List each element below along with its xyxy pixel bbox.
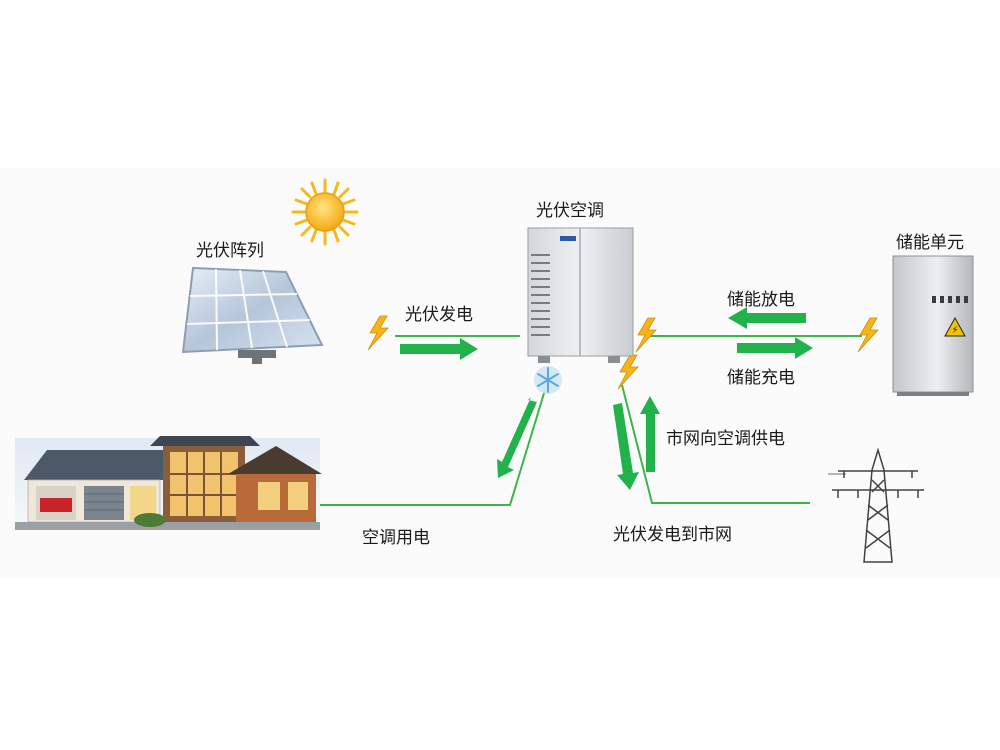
arrow-grid-supply-ac	[640, 396, 660, 472]
battery-cabinet-icon: ⚡	[892, 255, 974, 396]
snowflake-icon	[534, 366, 562, 394]
arrow-pv-to-grid	[613, 403, 639, 490]
solar-panel-icon	[181, 266, 324, 364]
lightning-bolt-icon	[857, 317, 879, 353]
lightning-bolt-icon	[617, 354, 639, 390]
flow-arrows	[400, 307, 813, 490]
arrow-pv-generation	[400, 338, 478, 360]
sun-icon	[291, 178, 359, 246]
power-tower-icon	[828, 447, 924, 563]
svg-text:⚡: ⚡	[951, 325, 958, 336]
label-storage-charge: 储能充电	[727, 368, 795, 388]
arrow-storage-discharge	[728, 307, 806, 329]
line-ac-to-grid	[621, 384, 810, 504]
label-storage-discharge: 储能放电	[727, 290, 795, 310]
label-pv-ac: 光伏空调	[536, 201, 604, 221]
ac-unit-icon	[527, 227, 634, 363]
label-pv-array: 光伏阵列	[196, 241, 264, 261]
label-storage-unit: 储能单元	[896, 233, 964, 253]
house-icon	[15, 436, 322, 530]
arrow-storage-charge	[737, 337, 813, 359]
label-pv-to-grid: 光伏发电到市网	[613, 525, 732, 545]
connector-lines	[320, 335, 862, 506]
lightning-bolts	[367, 315, 879, 390]
arrow-ac-power-use	[497, 397, 537, 478]
label-pv-generation: 光伏发电	[405, 305, 473, 325]
label-ac-power-use: 空调用电	[362, 528, 430, 548]
lightning-bolt-icon	[367, 315, 389, 351]
lightning-bolt-icon	[635, 317, 657, 353]
line-ac-to-house	[320, 389, 546, 506]
label-grid-supply-ac: 市网向空调供电	[666, 429, 785, 449]
